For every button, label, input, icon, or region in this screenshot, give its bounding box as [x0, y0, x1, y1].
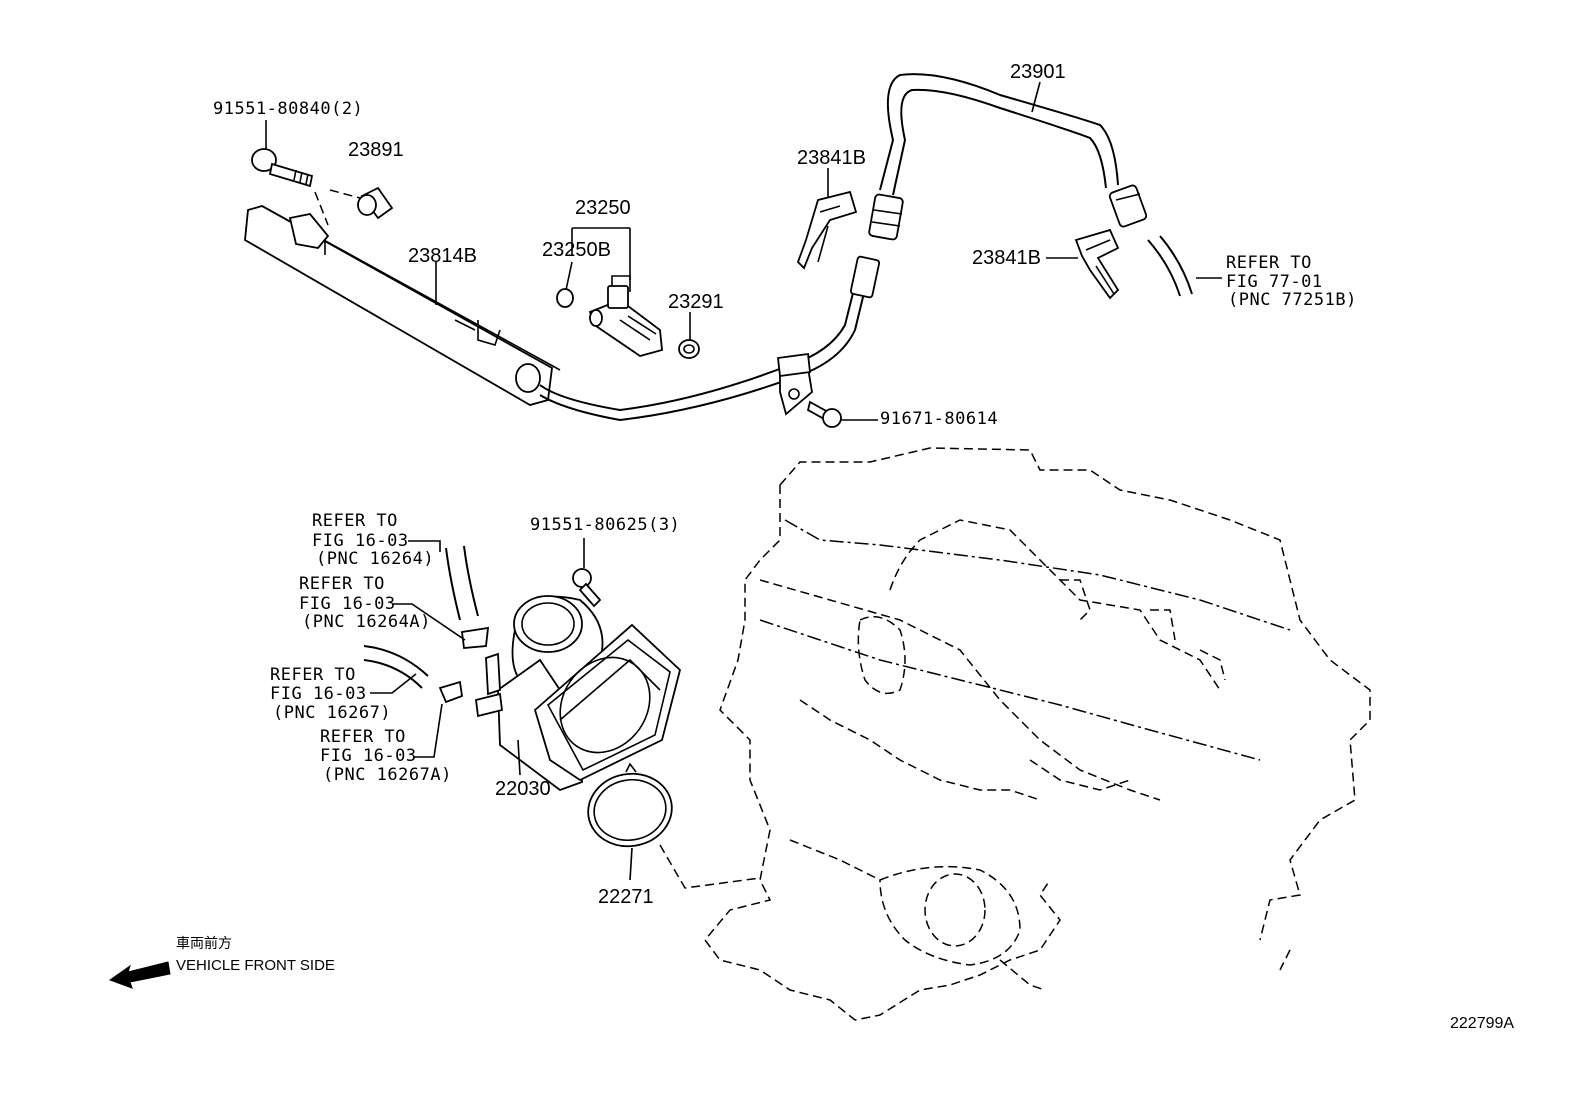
injector-o-ring[interactable]	[678, 339, 700, 359]
bolt-pipe-bracket[interactable]	[806, 400, 842, 428]
retainer-lower[interactable]	[1074, 228, 1120, 300]
refer-note-16264[interactable]: REFER TO FIG 16-03 (PNC 16264)	[312, 511, 434, 569]
refer-note-77-01[interactable]: REFER TO FIG 77-01 (PNC 77251B)	[1226, 253, 1357, 310]
svg-text:(PNC 16264): (PNC 16264)	[316, 549, 434, 569]
fuel-injector[interactable]	[556, 275, 663, 357]
figure-id: 222799A	[1450, 1015, 1514, 1032]
water-hose-a[interactable]	[445, 545, 479, 621]
label-bolt-91671-80614: 91671-80614	[880, 409, 998, 429]
svg-text:(PNC 16264A): (PNC 16264A)	[302, 612, 431, 632]
label-bolt-91551-80840: 91551-80840(2)	[213, 99, 363, 119]
front-label-en: VEHICLE FRONT SIDE	[176, 957, 335, 974]
svg-text:FIG 16-03: FIG 16-03	[312, 531, 409, 551]
svg-text:REFER TO: REFER TO	[312, 511, 398, 531]
label-23250: 23250	[575, 197, 631, 219]
engine-outline	[704, 447, 1371, 1021]
label-23291: 23291	[668, 291, 724, 313]
refer-note-16264a[interactable]: REFER TO FIG 16-03 (PNC 16264A)	[299, 574, 431, 632]
arrow-left-icon	[108, 961, 171, 989]
front-label-jp: 車両前方	[176, 935, 232, 951]
svg-text:(PNC 16267): (PNC 16267)	[273, 703, 391, 723]
insulator-23891[interactable]	[357, 186, 394, 220]
bolt-throttle-body[interactable]	[572, 568, 602, 608]
svg-text:REFER TO: REFER TO	[320, 727, 406, 747]
hose-clamp-b[interactable]	[438, 680, 463, 704]
svg-text:FIG 16-03: FIG 16-03	[270, 684, 367, 704]
throttle-body[interactable]	[475, 595, 682, 792]
retainer-upper[interactable]	[796, 190, 858, 270]
label-23891: 23891	[348, 139, 404, 161]
label-23250b: 23250B	[542, 239, 611, 261]
refer-note-16267[interactable]: REFER TO FIG 16-03 (PNC 16267)	[270, 665, 391, 723]
label-23841b-upper: 23841B	[797, 147, 866, 169]
label-22271: 22271	[598, 886, 654, 908]
leader-lines	[265, 81, 1222, 881]
svg-text:REFER TO: REFER TO	[1226, 253, 1312, 273]
label-23901: 23901	[1010, 61, 1066, 83]
throttle-body-gasket[interactable]	[582, 762, 677, 853]
label-23841b-lower: 23841B	[972, 247, 1041, 269]
label-23814b: 23814B	[408, 245, 477, 267]
svg-text:FIG 16-03: FIG 16-03	[320, 746, 417, 766]
svg-text:FIG 16-03: FIG 16-03	[299, 594, 396, 614]
svg-text:(PNC 77251B): (PNC 77251B)	[1228, 290, 1357, 310]
svg-text:(PNC 16267A): (PNC 16267A)	[323, 765, 452, 785]
fuel-delivery-pipe[interactable]	[244, 205, 881, 422]
label-22030: 22030	[495, 778, 551, 800]
svg-text:REFER TO: REFER TO	[270, 665, 356, 685]
label-bolt-91551-80625: 91551-80625(3)	[530, 515, 680, 535]
refer-note-16267a[interactable]: REFER TO FIG 16-03 (PNC 16267A)	[320, 727, 452, 785]
hose-clamp-a[interactable]	[460, 626, 490, 649]
svg-text:FIG 77-01: FIG 77-01	[1226, 272, 1323, 292]
bolt-rail-mount[interactable]	[251, 148, 314, 188]
fuel-hose[interactable]	[868, 73, 1148, 241]
water-hose-b[interactable]	[363, 645, 429, 689]
vehicle-front-indicator: 車両前方 VEHICLE FRONT SIDE	[108, 935, 335, 989]
svg-text:REFER TO: REFER TO	[299, 574, 385, 594]
